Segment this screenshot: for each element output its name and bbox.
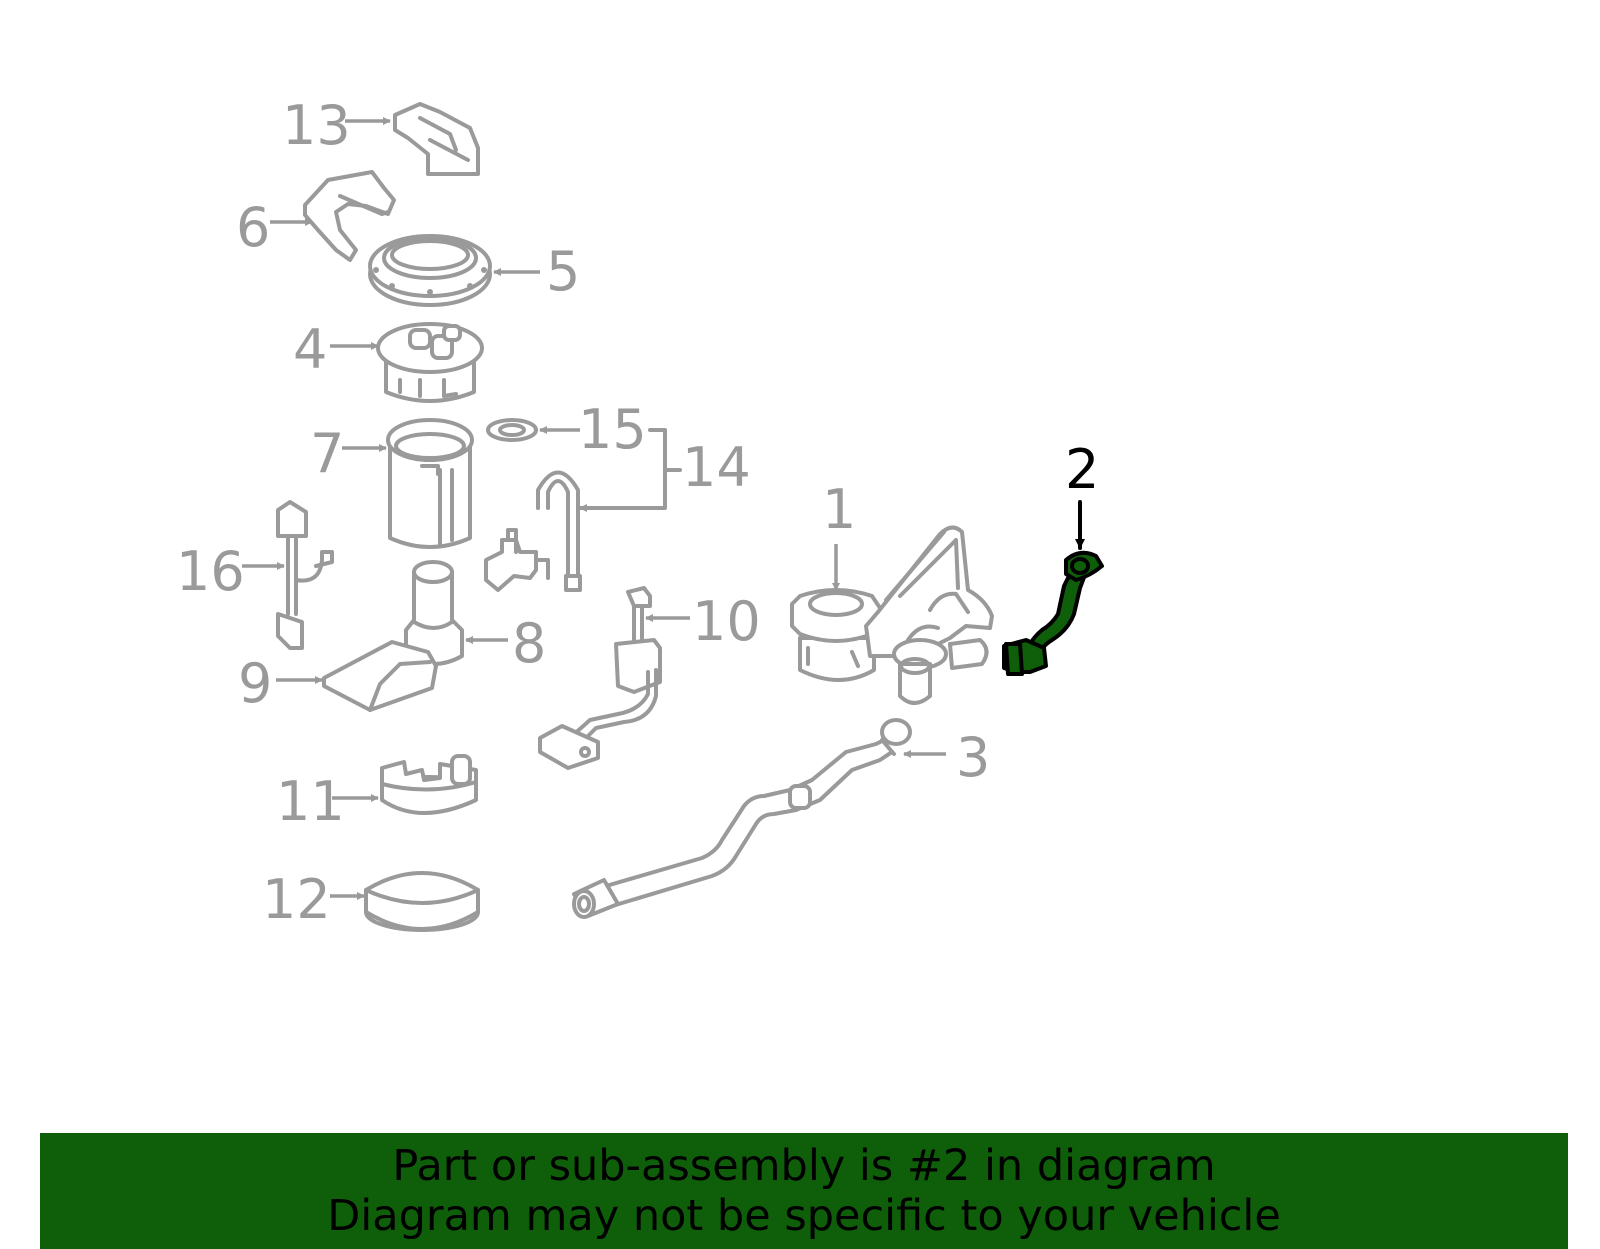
part-7-strainer[interactable]: 7 (310, 418, 474, 549)
callout-2: 2 (1065, 438, 1099, 501)
part-2-vent-hose[interactable]: 2 (1002, 438, 1104, 676)
banner-line-disclaimer: Diagram may not be specific to your vehi… (327, 1191, 1281, 1241)
part-6-bracket[interactable]: 6 (236, 170, 396, 262)
part-12-gasket[interactable]: 12 (262, 868, 480, 932)
banner-line-part: Part or sub-assembly is #2 in diagram (392, 1141, 1216, 1191)
part-3-fuel-line[interactable]: 3 (572, 718, 990, 919)
callout-4: 4 (293, 318, 327, 381)
callout-6: 6 (236, 196, 270, 259)
part-9-filter[interactable]: 9 (238, 640, 438, 715)
part-15-o-ring[interactable]: 15 (486, 398, 647, 461)
callout-5: 5 (546, 240, 580, 303)
part-14-hose[interactable]: 14 (484, 428, 751, 592)
info-banner: Part or sub-assembly is #2 in diagram Di… (40, 1133, 1568, 1249)
part-11-lock-ring[interactable]: 11 (276, 754, 478, 833)
callout-7: 7 (310, 422, 344, 485)
callout-12: 12 (262, 868, 331, 931)
callout-1: 1 (822, 478, 856, 541)
part-10-harness[interactable]: 10 (538, 586, 761, 770)
part-1-filler-neck[interactable]: 1 (790, 478, 994, 705)
callout-16: 16 (176, 540, 245, 603)
callout-13: 13 (282, 94, 351, 157)
callout-10: 10 (692, 590, 761, 653)
part-16-sender[interactable]: 16 (176, 500, 334, 650)
callout-8: 8 (512, 612, 546, 675)
callout-3: 3 (956, 726, 990, 789)
callout-11: 11 (276, 770, 345, 833)
callout-9: 9 (238, 652, 272, 715)
part-5-ring[interactable]: 5 (368, 234, 580, 307)
callout-14: 14 (682, 436, 751, 499)
part-13-connector[interactable]: 13 (282, 94, 480, 176)
part-4-cap[interactable]: 4 (293, 318, 484, 403)
callout-15: 15 (578, 398, 647, 461)
